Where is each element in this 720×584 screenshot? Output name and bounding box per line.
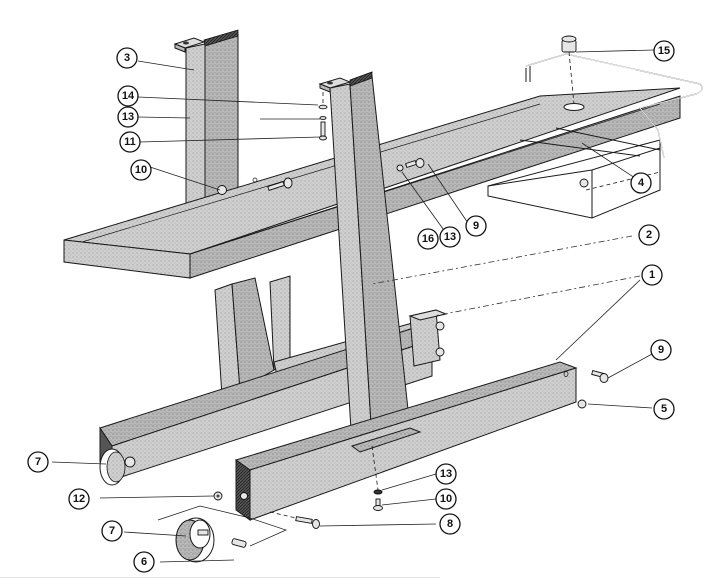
hardware-stack-top xyxy=(318,92,328,141)
callout-8-label: 8 xyxy=(447,518,453,530)
axle-bolt xyxy=(269,511,320,529)
callout-3-label: 3 xyxy=(124,52,130,64)
callout-10-top-label: 10 xyxy=(135,164,147,176)
caster-wheel-loose xyxy=(157,505,287,563)
callout-15: 15 xyxy=(653,40,675,62)
caster-wheel-mounted xyxy=(99,448,136,486)
callout-13-top-label: 13 xyxy=(122,111,134,123)
callout-1-label: 1 xyxy=(649,269,655,281)
callout-12: 12 xyxy=(68,488,90,510)
callout-13-bottom: 13 xyxy=(435,463,457,485)
callout-7-bottom: 7 xyxy=(101,520,123,542)
callout-7-top-label: 7 xyxy=(35,456,41,468)
callout-13-mid: 13 xyxy=(439,226,461,248)
front-base-rail xyxy=(234,361,587,521)
callout-9-right-label: 9 xyxy=(658,344,664,356)
callout-2-label: 2 xyxy=(646,229,652,241)
callout-16-label: 16 xyxy=(422,233,434,245)
callout-4: 4 xyxy=(630,172,652,194)
callout-14: 14 xyxy=(117,85,139,107)
callout-9-right: 9 xyxy=(650,339,672,361)
callout-7-top: 7 xyxy=(27,451,49,473)
hardware-table-bolt xyxy=(217,177,293,195)
callout-6: 6 xyxy=(133,551,155,573)
hardware-upright-bolt xyxy=(396,158,425,172)
callout-2: 2 xyxy=(638,224,660,246)
callout-9-top: 9 xyxy=(465,215,487,237)
callout-5: 5 xyxy=(653,398,675,420)
hardware-nut-12 xyxy=(213,491,223,501)
callout-8: 8 xyxy=(439,513,461,535)
callout-11-label: 11 xyxy=(124,136,136,148)
callout-7-bottom-label: 7 xyxy=(109,525,115,537)
callout-13-top: 13 xyxy=(117,106,139,128)
scan-edge-divider xyxy=(0,577,440,578)
callout-14-label: 14 xyxy=(122,90,135,102)
callout-4-label: 4 xyxy=(638,177,645,189)
callout-5-label: 5 xyxy=(661,403,667,415)
callout-13-bottom-label: 13 xyxy=(440,468,452,480)
callout-10-top: 10 xyxy=(130,159,152,181)
callout-16: 16 xyxy=(417,228,439,250)
handle-bar xyxy=(525,53,703,159)
callout-11: 11 xyxy=(119,131,141,153)
callout-9-top-label: 9 xyxy=(473,220,479,232)
callout-10-bottom-label: 10 xyxy=(440,493,452,505)
callout-13-mid-label: 13 xyxy=(444,231,456,243)
callout-1: 1 xyxy=(641,264,663,286)
mid-bracket xyxy=(408,309,448,367)
handle-knob xyxy=(561,35,577,105)
callout-6-label: 6 xyxy=(141,556,147,568)
hardware-bottom-bolt xyxy=(371,445,383,511)
hardware-rail-bolt xyxy=(591,369,609,383)
callout-12-label: 12 xyxy=(73,493,85,505)
callout-10-bottom: 10 xyxy=(435,488,457,510)
leader-lines xyxy=(51,49,655,563)
tray-drawer xyxy=(487,127,661,219)
callout-15-label: 15 xyxy=(658,45,670,57)
callout-3: 3 xyxy=(116,47,138,69)
